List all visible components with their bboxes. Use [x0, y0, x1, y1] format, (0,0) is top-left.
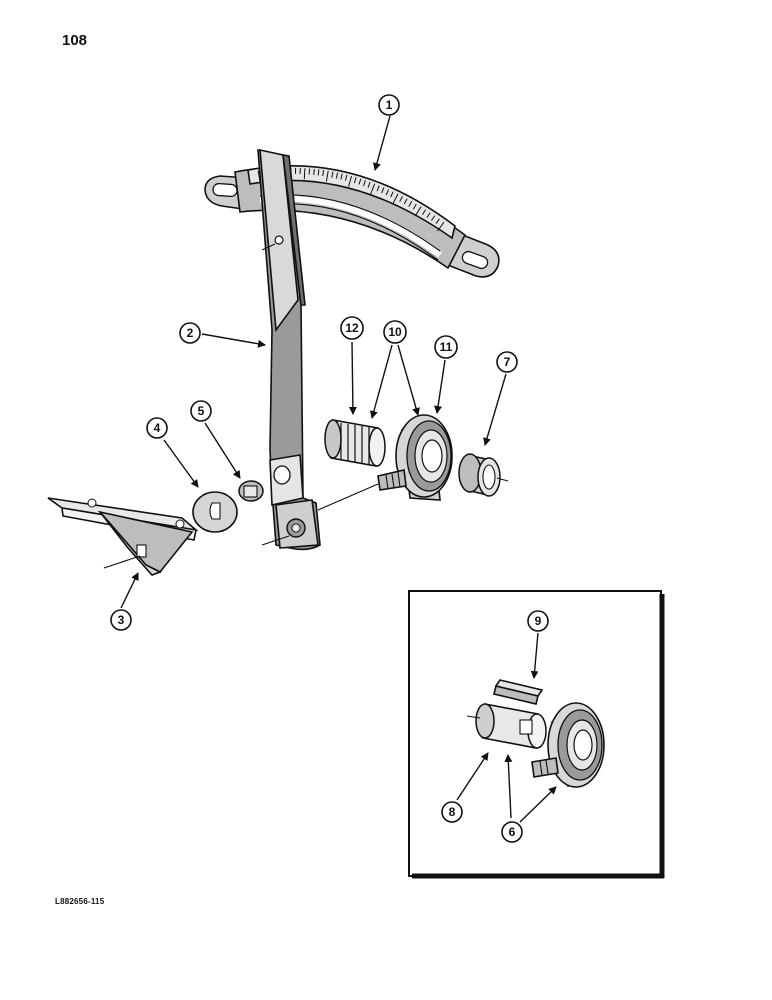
scale-tick [385, 189, 390, 196]
callout-5-label: 5 [198, 404, 205, 418]
roller-cage-part [324, 419, 386, 467]
scale-tick [325, 170, 329, 182]
callout-11: 11 [434, 335, 458, 359]
callout-2-label: 2 [187, 326, 194, 340]
scale-tick [412, 203, 417, 210]
nut-part [238, 480, 264, 502]
scale-quadrant-part [204, 165, 500, 278]
scale-tick [344, 174, 348, 181]
scale-tick [435, 218, 440, 224]
scale-tick [399, 196, 403, 202]
sleeve-ring-part [458, 453, 501, 497]
callout-8: 8 [441, 801, 463, 823]
scale-tick [426, 212, 431, 218]
callout-9: 9 [527, 610, 549, 632]
callout-5: 5 [190, 400, 212, 422]
scale-tick [348, 175, 352, 187]
leader-lines [120, 115, 557, 823]
scale-tick [353, 177, 357, 184]
callout-3-label: 3 [118, 613, 125, 627]
callout-3: 3 [110, 609, 132, 631]
callout-10-label: 10 [388, 325, 402, 339]
scale-tick [367, 181, 371, 188]
clip-part [493, 679, 544, 705]
callout-12: 12 [340, 316, 364, 340]
scale-tick [421, 209, 427, 215]
callout-9-label: 9 [535, 614, 542, 628]
scale-tick [331, 171, 334, 178]
callout-8-label: 8 [449, 805, 456, 819]
scale-tick [376, 185, 380, 192]
page-number: 108 [62, 32, 88, 49]
callout-4-label: 4 [154, 421, 161, 435]
inset-bearing-part [531, 702, 605, 788]
callout-4: 4 [146, 417, 168, 439]
callout-6-label: 6 [509, 825, 516, 839]
washer-part [192, 491, 238, 533]
scale-tick [430, 215, 436, 221]
sleeve-part [475, 703, 547, 749]
callout-1: 1 [378, 94, 400, 116]
figure-code: L882656-115 [55, 897, 105, 906]
callout-6: 6 [501, 821, 523, 843]
callout-1-label: 1 [386, 98, 393, 112]
callout-7-label: 7 [504, 355, 511, 369]
scale-tick [414, 206, 422, 217]
scale-tick [313, 168, 315, 175]
inset-detail-box [408, 590, 665, 879]
scale-tick [322, 170, 325, 177]
lever-arm-part [257, 148, 321, 551]
bearing-part [377, 414, 453, 501]
callout-7: 7 [496, 351, 518, 373]
scale-tick [381, 187, 385, 194]
callout-11-label: 11 [440, 340, 453, 354]
scale-tick [408, 201, 413, 207]
callout-12-label: 12 [345, 321, 359, 335]
scale-tick [390, 191, 394, 198]
scale-tick [335, 172, 339, 179]
scale-tick [363, 180, 366, 187]
scale-tick [340, 173, 343, 180]
scale-tick [370, 183, 376, 195]
scale-tick [308, 168, 311, 175]
scale-tick [317, 169, 320, 176]
scale-tick [303, 168, 306, 180]
callout-10: 10 [383, 320, 407, 344]
scale-tick [358, 178, 362, 185]
scale-tick [392, 193, 399, 205]
scale-tick [437, 221, 445, 232]
scale-tick [403, 198, 408, 205]
mounting-bracket-part [47, 497, 199, 576]
callout-2: 2 [179, 322, 201, 344]
